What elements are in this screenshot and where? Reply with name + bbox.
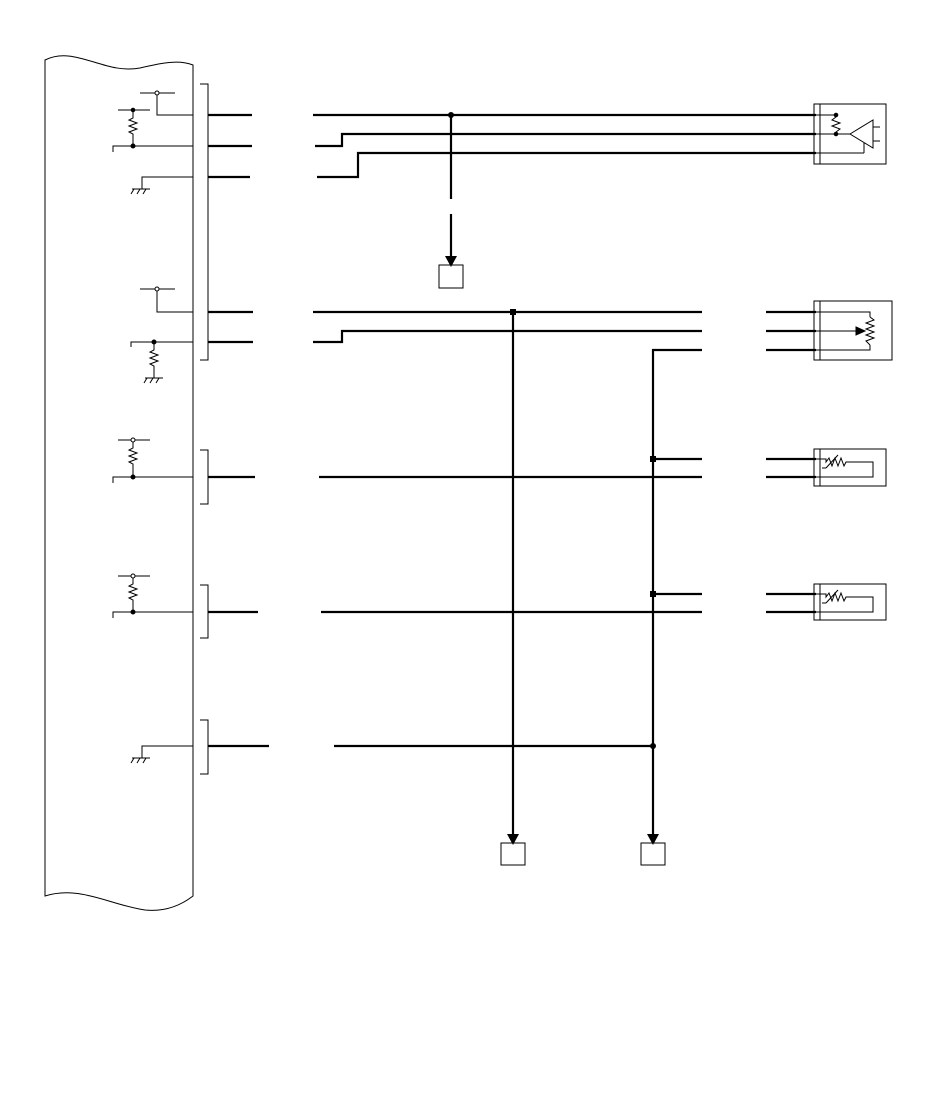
- thermistor-icon: [814, 589, 874, 613]
- wire-ground-bus: [651, 348, 702, 836]
- resistor-icon: [127, 578, 139, 612]
- arrow-down-icon: [507, 834, 519, 845]
- splice-dot: [650, 591, 656, 597]
- arrowheads: [445, 256, 659, 845]
- reference-box-2: [500, 842, 526, 866]
- reference-boxes: [438, 264, 666, 866]
- wire-signal-3: [317, 151, 816, 179]
- potentiometer-icon: [814, 316, 876, 346]
- reference-voltage-circuit: [130, 286, 193, 384]
- amplifier-icon: [849, 119, 880, 153]
- sensor-input-circuit: [112, 437, 193, 483]
- ground-icon: [130, 757, 150, 764]
- amplifier-sensor: [813, 103, 887, 165]
- reference-box-1: [438, 264, 464, 289]
- splice-dot: [650, 456, 656, 462]
- wire-signal-2: [315, 132, 816, 148]
- potentiometer-sensor: [813, 300, 893, 361]
- component-body: [819, 583, 887, 621]
- component-connector: [813, 583, 820, 621]
- splice-dot: [448, 112, 454, 118]
- sensor-input-circuit-2: [112, 573, 193, 618]
- arrow-down-icon: [445, 256, 457, 267]
- resistor-icon: [148, 344, 160, 378]
- wire-pot-signal: [313, 329, 702, 344]
- connector-bracket-3: [200, 584, 209, 639]
- splice-dot: [650, 743, 656, 749]
- arrow-down-icon: [647, 834, 659, 845]
- component-body: [819, 448, 887, 487]
- component-connector: [813, 448, 820, 487]
- ecu-connectors: [200, 83, 209, 775]
- resistor-icon: [127, 442, 139, 477]
- ecu-block: [44, 55, 194, 911]
- pullup-resistor-circuit: [112, 90, 193, 152]
- connector-bracket-4: [200, 719, 209, 775]
- ground-icon: [130, 188, 150, 195]
- splice-dot: [510, 309, 516, 315]
- ground-circuit: [130, 176, 193, 195]
- resistor-icon: [830, 116, 842, 133]
- reference-box-3: [640, 842, 666, 866]
- connector-bracket-2: [200, 449, 209, 505]
- ecu-wire-stubs: [208, 113, 269, 748]
- ground-icon: [143, 377, 163, 384]
- thermistor-sensor-1: [813, 448, 887, 487]
- resistor-icon: [127, 112, 139, 146]
- thermistor-sensor-2: [813, 583, 887, 621]
- connector-bracket-1: [200, 83, 209, 361]
- sensor-ground-circuit: [130, 745, 193, 764]
- splice-points: [448, 112, 656, 749]
- harness-wires: [313, 113, 816, 836]
- thermistor-icon: [814, 454, 874, 478]
